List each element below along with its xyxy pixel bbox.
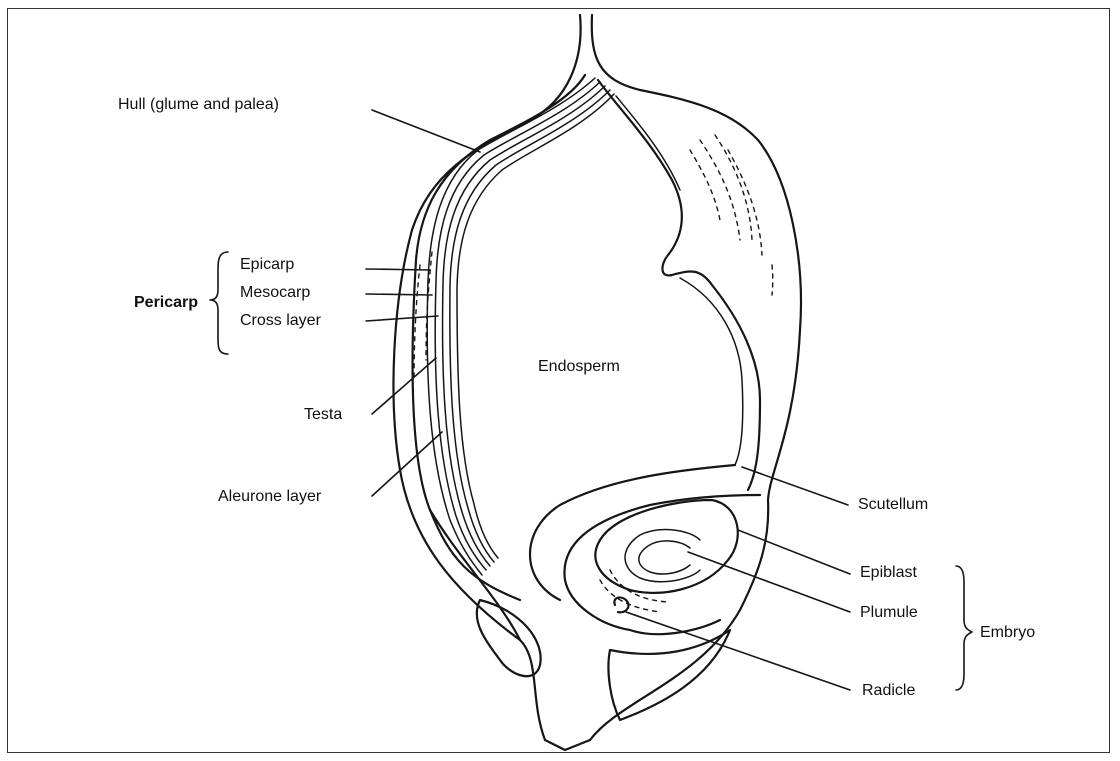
label-epiblast: Epiblast	[860, 564, 917, 582]
right-dash-4	[690, 150, 720, 220]
right-dash-2	[715, 135, 752, 240]
label-plumule: Plumule	[860, 604, 918, 622]
right-dash-1	[700, 140, 740, 240]
hull-stalk-right	[592, 15, 758, 140]
label-radicle: Radicle	[862, 682, 915, 700]
endosperm-right	[680, 278, 743, 465]
scutellum-inner	[564, 495, 760, 634]
plumule-dash-2	[600, 580, 660, 612]
embryo-brace	[956, 566, 972, 690]
radicle-shape	[614, 598, 628, 613]
label-aleurone-layer: Aleurone layer	[218, 488, 321, 506]
leader-epicarp	[366, 269, 430, 270]
label-scutellum: Scutellum	[858, 496, 928, 514]
label-epicarp: Epicarp	[240, 256, 294, 274]
leader-testa	[372, 358, 436, 414]
right-dash-5	[772, 265, 773, 295]
leader-epiblast	[738, 530, 850, 574]
pericarp-brace	[210, 252, 228, 354]
leader-mesocarp	[366, 294, 432, 295]
hull-bottom-tip	[545, 740, 590, 750]
leader-radicle	[626, 612, 850, 690]
label-mesocarp: Mesocarp	[240, 284, 310, 302]
hull-outer-right	[590, 140, 801, 740]
label-testa: Testa	[304, 406, 342, 424]
label-hull: Hull (glume and palea)	[118, 96, 279, 114]
layer-4	[450, 90, 610, 562]
palea-inner-right	[598, 80, 760, 490]
label-cross-layer: Cross layer	[240, 312, 321, 330]
bottom-right-shape	[608, 630, 730, 720]
leader-scutellum	[742, 467, 848, 505]
epiblast-outline	[595, 500, 737, 593]
leader-aleurone	[372, 432, 442, 496]
layer-5	[457, 94, 614, 558]
leader-plumule	[688, 552, 850, 612]
label-pericarp: Pericarp	[134, 294, 198, 312]
label-embryo: Embryo	[980, 624, 1035, 642]
plumule-2	[639, 541, 690, 574]
label-endosperm: Endosperm	[538, 358, 620, 376]
layer-3	[443, 86, 605, 566]
leader-hull	[372, 110, 480, 152]
